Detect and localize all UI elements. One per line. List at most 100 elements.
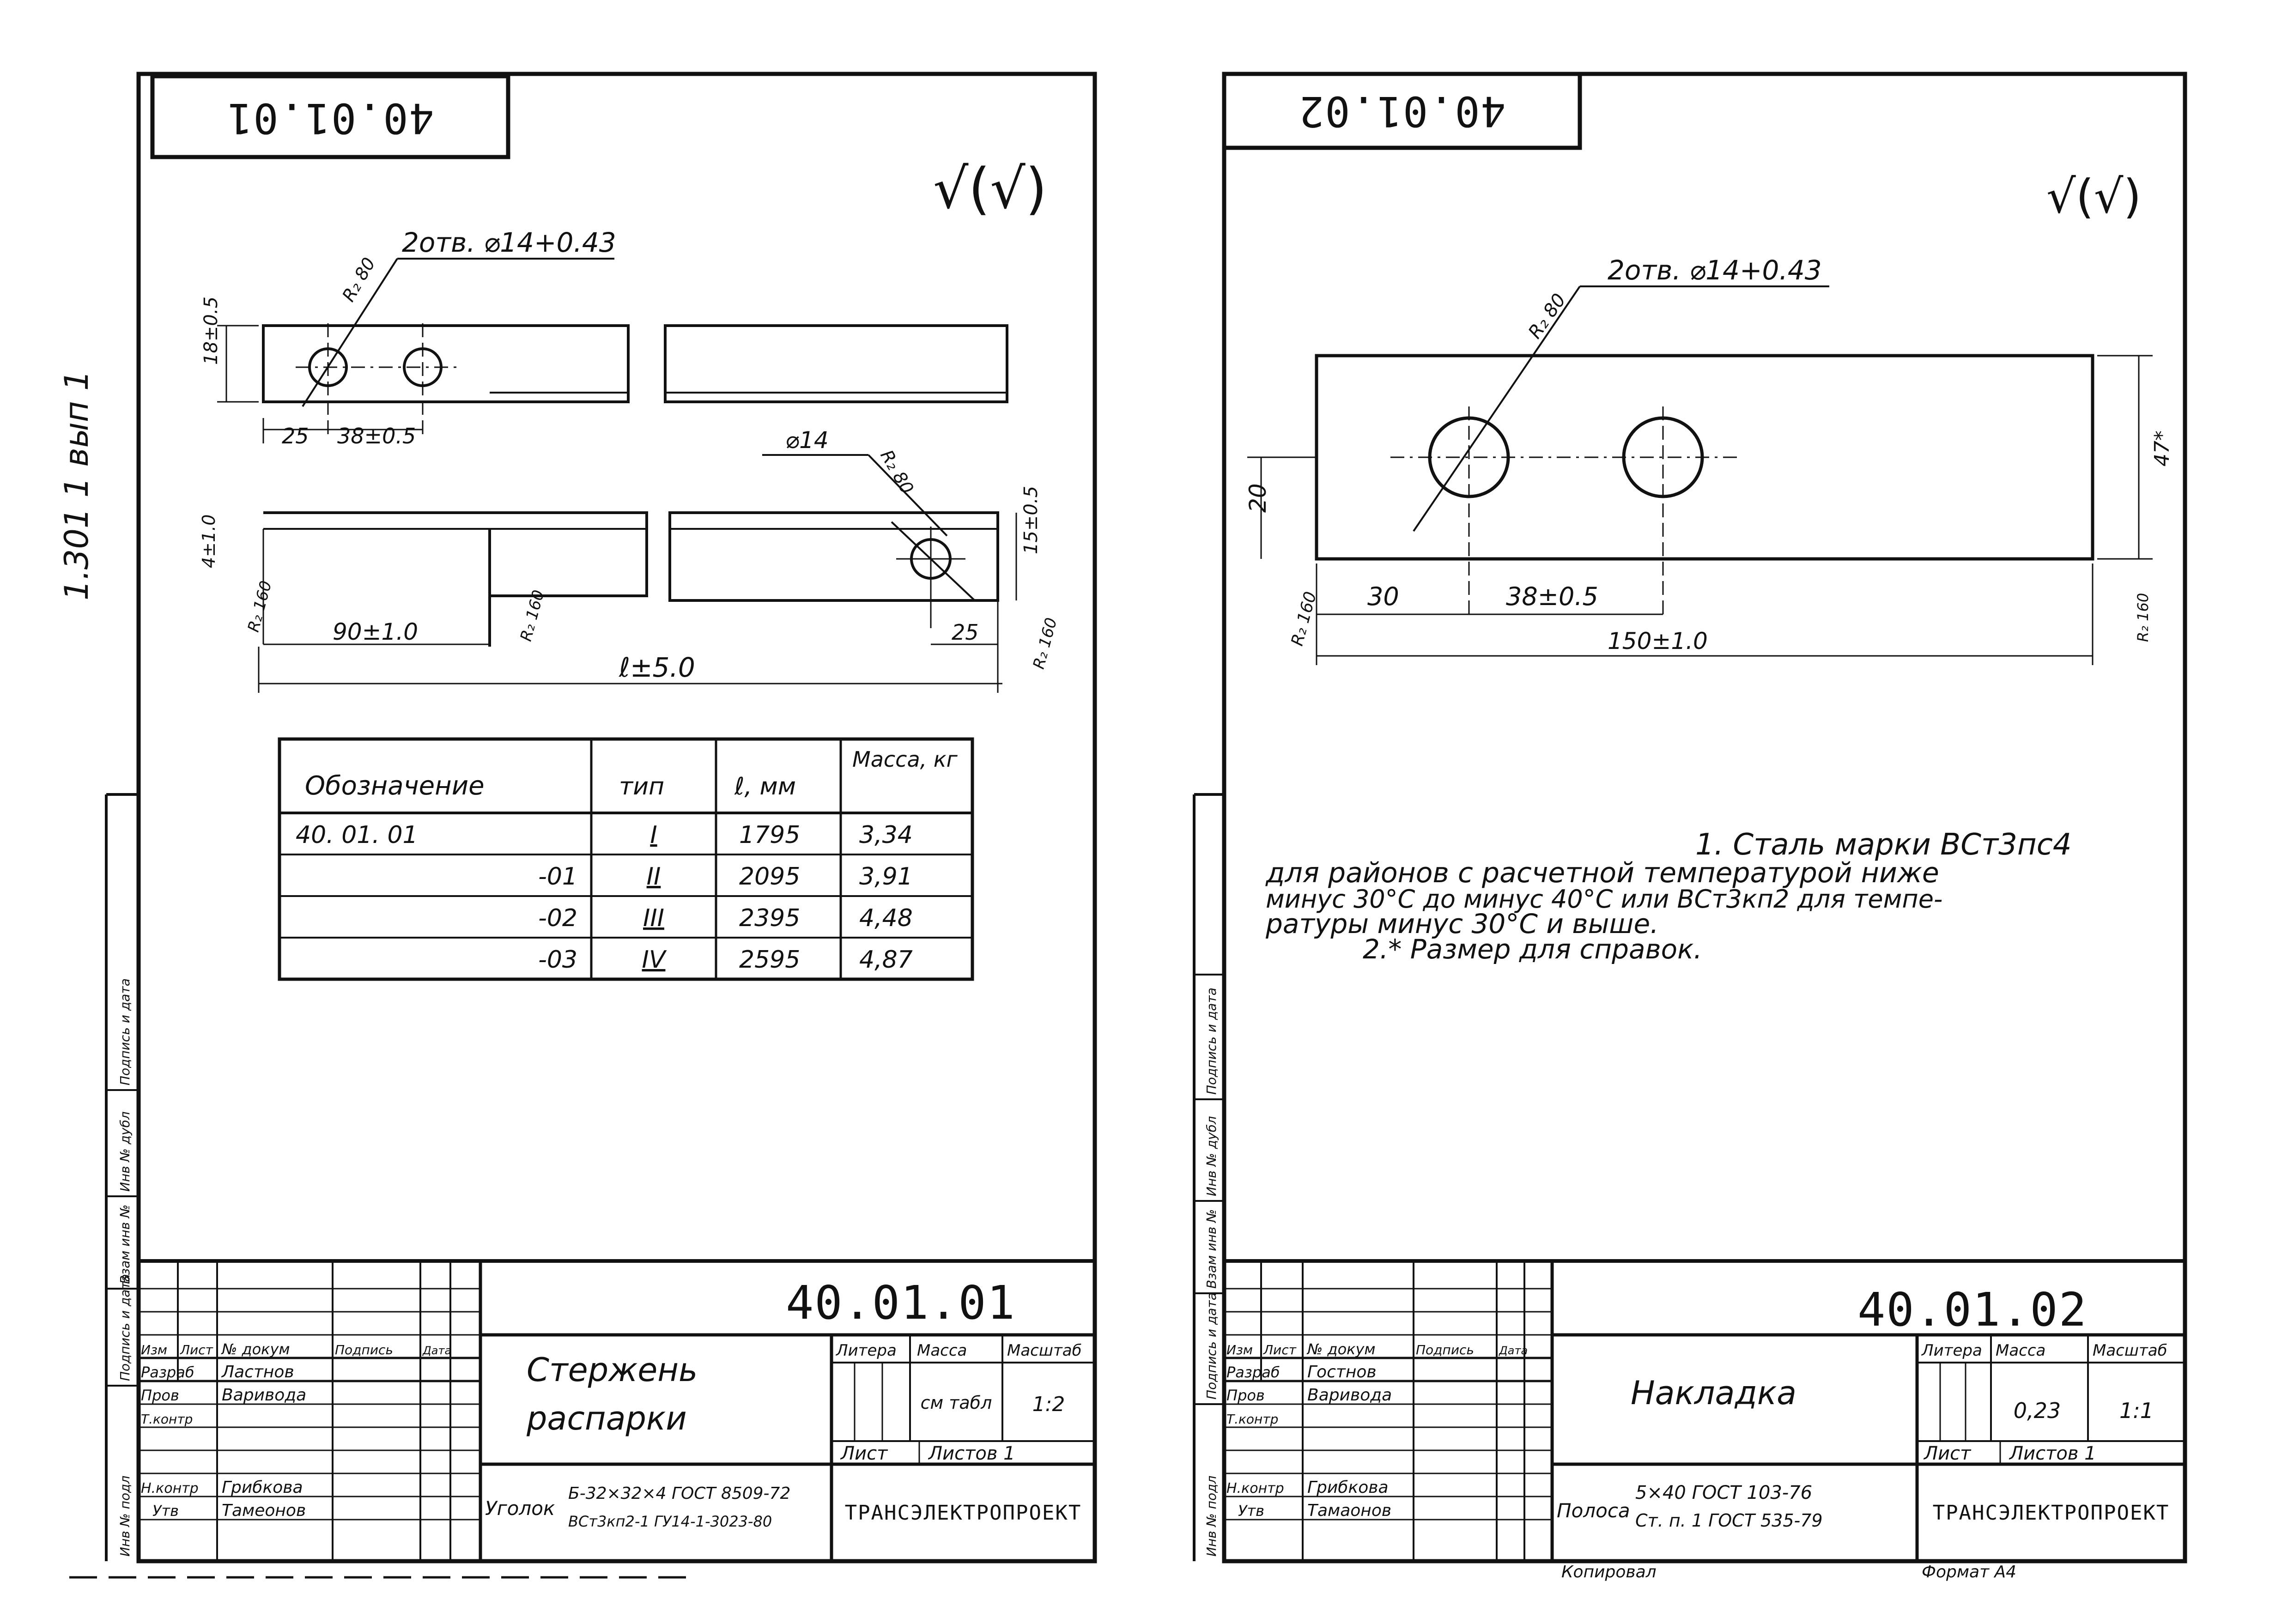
sheet-1-company: ТРАНСЭЛЕКТРОПРОЕКТ xyxy=(845,1501,1082,1525)
dim-90: 90±1.0 xyxy=(333,618,418,645)
dim-25: 25 xyxy=(282,424,309,448)
sheet-2-code: 40.01.02 xyxy=(1857,1283,2088,1337)
table-row-1-mass: 3,34 xyxy=(859,821,913,849)
sheet-2-dim-150: 150±1.0 xyxy=(1608,628,1708,654)
sheet-1-hdr-date: Дата xyxy=(422,1344,451,1357)
sheet-1-code: 40.01.01 xyxy=(786,1276,1016,1330)
sheet-1-hdr-list: Лист xyxy=(180,1342,213,1357)
sheet-1-material-1: Б-32×32×4 ГОСТ 8509-72 xyxy=(568,1484,790,1503)
sheet-1-material-2: ВСт3кп2-1 ГУ14-1-3023-80 xyxy=(568,1513,772,1530)
sheet-2-role-2: Пров xyxy=(1226,1387,1265,1404)
radius-160-left: R₂ 160 xyxy=(244,579,276,634)
sheet-2-role-6: Утв xyxy=(1238,1502,1264,1520)
table-row-1-type: I xyxy=(650,821,657,849)
sheet-2-hdr-doc: № докум xyxy=(1306,1340,1376,1358)
sheet-2 xyxy=(69,72,2187,1579)
sheet-2-strip-4: Инв № дубл xyxy=(1204,1116,1219,1196)
note-1: 1. Сталь марки ВСт3пс4 xyxy=(1695,828,2072,862)
sheet-2-list: Лист xyxy=(1923,1443,1972,1464)
hole-single: ⌀14 xyxy=(785,427,829,454)
sheet-2-material-prefix: Полоса xyxy=(1557,1499,1630,1522)
table-row-3-type: III xyxy=(643,904,664,932)
sheet-2-company: ТРАНСЭЛЕКТРОПРОЕКТ xyxy=(1933,1501,2170,1525)
table-row-4-designation: -03 xyxy=(538,946,577,974)
sheet-2-strip-5: Подпись и дата xyxy=(1204,988,1219,1095)
dim-15: 15±0.5 xyxy=(1020,486,1042,554)
sheet-2-hdr-list: Лист xyxy=(1263,1342,1297,1357)
sheet-1-person-5: Грибкова xyxy=(222,1478,303,1497)
sheet-2-dim-47: 47* xyxy=(2150,430,2174,467)
side-text: 1.301 1 вып 1 xyxy=(58,370,96,600)
table-row-3-mass: 4,48 xyxy=(859,904,913,932)
sheet-1-role-3: Т.контр xyxy=(141,1412,193,1427)
sheet-2-listov: Листов 1 xyxy=(2009,1443,2096,1464)
table-row-4-length: 2595 xyxy=(739,946,800,974)
table-row-2-length: 2095 xyxy=(739,863,800,891)
sheet-2-dim-38: 38±0.5 xyxy=(1506,582,1598,611)
sheet-1-massa: Масса xyxy=(917,1341,967,1360)
sheet-1-role-2: Пров xyxy=(141,1387,179,1404)
note-3: минус 30°С до минус 40°С или ВСт3кп2 для… xyxy=(1266,885,1942,914)
footer-right: Формат А4 xyxy=(1922,1563,2016,1582)
sheet-1-person-1: Ластнов xyxy=(221,1363,294,1382)
sheet-1-masshtab-value: 1:2 xyxy=(1032,1393,1065,1416)
sheet-2-name: Накладка xyxy=(1631,1374,1796,1412)
table-row-3-designation: -02 xyxy=(538,904,577,932)
sheet-1-list: Лист xyxy=(840,1443,888,1464)
sheet-2-litera: Литера xyxy=(1921,1341,1982,1360)
dim-l: ℓ±5.0 xyxy=(619,652,695,683)
sheet-1-listov: Листов 1 xyxy=(928,1443,1015,1464)
table-row-4-mass: 4,87 xyxy=(859,946,913,974)
sheet-1-hdr-izm: Изм xyxy=(141,1342,167,1357)
sheet-1-rotated-code: 40.01.01 xyxy=(226,94,434,142)
sheet-2-text: 40.01.02 √(√) 2отв. ⌀14+0.43 R₂ 80 20 30… xyxy=(1204,87,2174,1582)
sheet-1-hdr-doc: № докум xyxy=(221,1340,290,1358)
sheet-2-strip-2: Подпись и дата xyxy=(1204,1292,1219,1400)
sheet-1-strip-2: Подпись и дата xyxy=(117,1274,133,1381)
sheet-1 xyxy=(105,72,1097,1563)
sheet-2-roughness: √(√) xyxy=(2046,170,2141,224)
sheet-2-masshtab: Масштаб xyxy=(2093,1341,2167,1360)
sheet-2-role-5: Н.контр xyxy=(1226,1480,1284,1497)
sheet-2-radius: R₂ 80 xyxy=(1524,290,1570,342)
sheet-2-massa-value: 0,23 xyxy=(2014,1398,2061,1423)
sheet-2-person-1: Гостнов xyxy=(1307,1363,1377,1382)
sheet-2-hdr-sign: Подпись xyxy=(1416,1342,1474,1357)
note-4: ратуры минус 30°С и выше. xyxy=(1265,908,1659,939)
sheet-2-person-5: Грибкова xyxy=(1307,1478,1389,1497)
table-header-length: ℓ, мм xyxy=(734,773,796,800)
dim-thickness: 18±0.5 xyxy=(200,297,222,365)
sheet-1-strip-1: Инв № подл xyxy=(117,1476,133,1557)
note-5: 2.* Размер для справок. xyxy=(1363,933,1702,965)
table-header-mass: Масса, кг xyxy=(852,747,958,772)
sheet-2-person-6: Тамаонов xyxy=(1307,1501,1391,1520)
sheet-1-code-box xyxy=(150,74,510,159)
sheet-1-text: 40.01.01 √(√) 2отв. ⌀14+0.43 R₂ 80 18±0.… xyxy=(58,94,1082,1557)
sheet-1-hdr-sign: Подпись xyxy=(335,1342,393,1357)
sheet-2-rotated-code: 40.01.02 xyxy=(1298,87,1505,135)
sheet-1-material-prefix: Уголок xyxy=(485,1497,555,1520)
sheet-2-material-1: 5×40 ГОСТ 103-76 xyxy=(1635,1482,1812,1503)
sheet-2-role-1: Разраб xyxy=(1226,1363,1280,1381)
sheet-1-litera: Литера xyxy=(835,1341,897,1360)
sheet-2-radius-160-right: R₂ 160 xyxy=(2134,593,2152,642)
sheet-1-strip-5: Подпись и дата xyxy=(117,978,133,1085)
sheet-1-role-5: Н.контр xyxy=(141,1480,199,1497)
sheet-1-strip-4: Инв № дубл xyxy=(117,1111,133,1192)
sheet-1-masshtab: Масштаб xyxy=(1007,1341,1082,1360)
footer-left: Копировал xyxy=(1561,1563,1657,1582)
table-row-1-designation: 40. 01. 01 xyxy=(296,821,418,849)
sheet-2-strip-1: Инв № подл xyxy=(1204,1476,1219,1557)
sheet-2-masshtab-value: 1:1 xyxy=(2119,1398,2154,1423)
table-row-2-mass: 3,91 xyxy=(859,863,913,891)
sheet-1-massa-value: см табл xyxy=(921,1393,992,1413)
radius-label-2: R₂ 80 xyxy=(876,447,917,497)
sheet-2-code-box xyxy=(1222,72,1582,150)
radius-160-right: R₂ 160 xyxy=(1030,616,1061,671)
sheet-2-dim-20: 20 xyxy=(1244,483,1271,513)
sheet-1-person-6: Тамеонов xyxy=(222,1501,306,1520)
table-header-designation: Обозначение xyxy=(305,771,485,801)
sheet-2-strip-3: Взам инв № xyxy=(1204,1209,1219,1289)
table-row-1-length: 1795 xyxy=(739,821,800,849)
dim-4: 4±1.0 xyxy=(199,515,219,568)
